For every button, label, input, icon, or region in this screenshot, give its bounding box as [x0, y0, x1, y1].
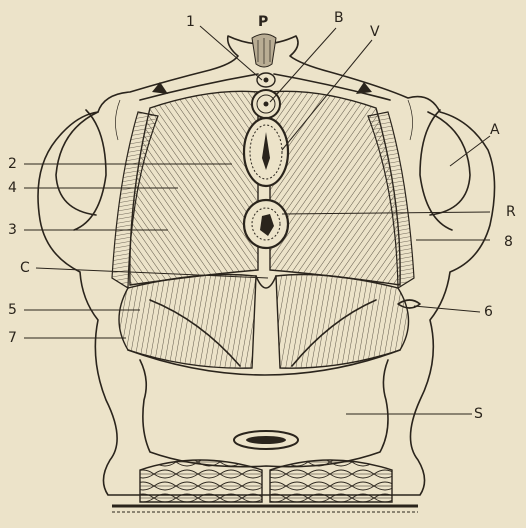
label-S: S: [474, 406, 483, 422]
label-A: A: [490, 122, 500, 138]
label-2: 2: [8, 156, 17, 172]
label-C: C: [20, 260, 30, 276]
vagina: [244, 118, 288, 186]
urethra: [252, 90, 280, 118]
label-1: 1: [186, 14, 195, 30]
label-R: R: [506, 204, 516, 220]
lower-muscles: [119, 275, 420, 369]
label-3: 3: [8, 222, 17, 238]
label-8: 8: [504, 234, 513, 250]
label-7: 7: [8, 330, 17, 346]
label-B: B: [334, 10, 344, 26]
label-6: 6: [484, 304, 493, 320]
gluteal-muscles-bottom: [112, 460, 418, 512]
sacral-region: [128, 350, 400, 467]
rectum: [244, 200, 288, 248]
label-V: V: [370, 24, 380, 40]
label-4: 4: [8, 180, 17, 196]
label-5: 5: [8, 302, 17, 318]
label-P: P: [258, 14, 268, 30]
